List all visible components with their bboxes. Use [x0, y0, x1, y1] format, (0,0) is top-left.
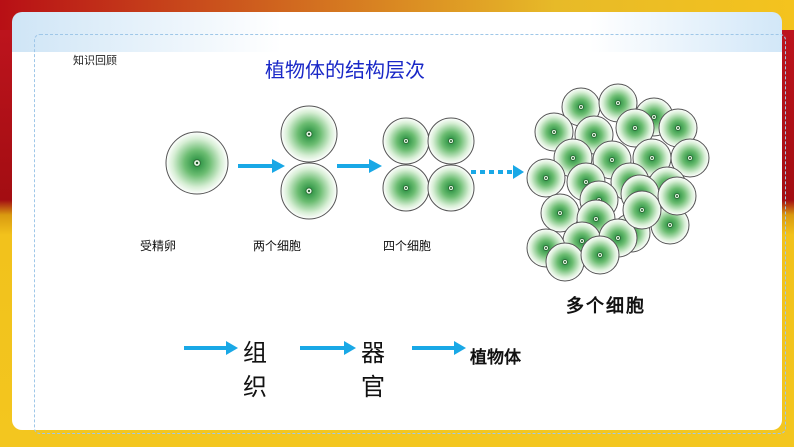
page-title: 植物体的结构层次 — [265, 58, 425, 82]
cluster-cell-11 — [670, 138, 710, 178]
caption-many-cells: 多个细胞 — [566, 296, 646, 317]
arrow-1 — [238, 159, 285, 173]
level-tissue: 组织 — [243, 339, 267, 401]
arrow-to-organ — [300, 341, 356, 355]
four-cell-tl — [382, 117, 430, 165]
two-cell-bottom — [280, 162, 338, 220]
cluster-cell-12 — [526, 158, 566, 198]
section-tag: 知识回顾 — [73, 54, 117, 67]
arrow-to-plant — [412, 341, 466, 355]
level-plant: 植物体 — [470, 348, 521, 368]
four-cell-tr — [427, 117, 475, 165]
zygote-cell — [165, 131, 229, 195]
cluster-cell-28 — [657, 176, 697, 216]
cluster-cell-26 — [580, 235, 620, 275]
level-organ: 器官 — [361, 339, 385, 401]
cluster-cell-6 — [615, 108, 655, 148]
caption-zygote: 受精卵 — [140, 239, 177, 253]
four-cell-br — [427, 164, 475, 212]
dotted-arrow — [471, 165, 524, 179]
four-cell-bl — [382, 164, 430, 212]
slide-card-border — [34, 34, 786, 434]
caption-four-cells: 四个细胞 — [383, 239, 432, 253]
cluster-cell-18 — [540, 193, 580, 233]
arrow-to-tissue — [184, 341, 238, 355]
cluster-cell-27 — [622, 190, 662, 230]
two-cell-top — [280, 105, 338, 163]
caption-two-cells: 两个细胞 — [253, 239, 302, 253]
cluster-cell-25 — [545, 242, 585, 282]
arrow-2 — [337, 159, 382, 173]
